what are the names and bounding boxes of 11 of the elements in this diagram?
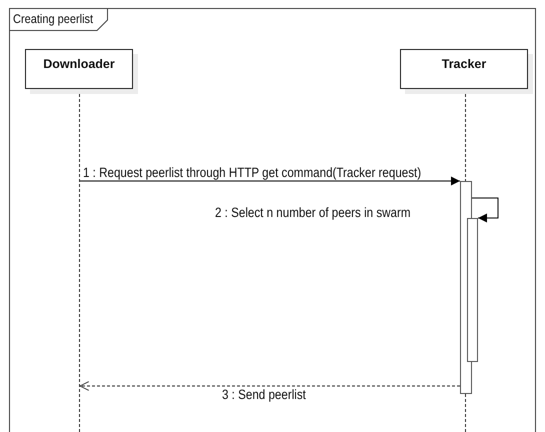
message-arrow xyxy=(472,198,498,222)
frame-box xyxy=(9,8,536,432)
message-arrow xyxy=(80,176,460,186)
participant-name: Downloader xyxy=(42,57,116,71)
participant-name: Tracker xyxy=(440,57,488,71)
frame-title: Creating peerlist xyxy=(13,12,94,26)
message-label: 1 : Request peerlist through HTTP get command(Tracker request) xyxy=(83,165,422,180)
activation-bar xyxy=(467,218,478,362)
message-label: 3 : Send peerlist xyxy=(222,387,306,402)
message-label: 2 : Select n number of peers in swarm xyxy=(215,205,411,220)
return-message-arrow xyxy=(80,381,460,391)
